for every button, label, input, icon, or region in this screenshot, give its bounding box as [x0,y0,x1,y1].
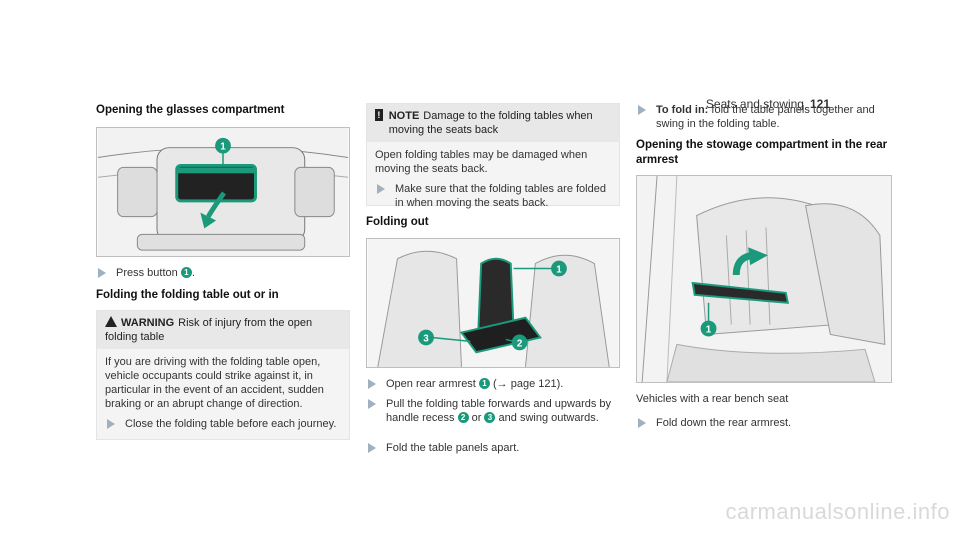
callout-1-icon: 1 [180,267,192,278]
bullet-arrow-icon [638,105,646,115]
bullet-arrow-icon [368,379,376,389]
callout-3-icon: 3 [484,412,496,423]
note-step: Make sure that the folding tables are fo… [367,182,619,210]
folding-table-illustration: 1 2 3 [367,239,619,367]
warning-body: If you are driving with the folding tabl… [105,356,324,410]
bullet-arrow-icon [98,268,106,278]
step-fold-in: To fold in: fold the table panels togeth… [636,103,892,131]
figure-glasses-compartment: 1 [96,127,350,257]
bullet-arrow-icon [377,184,385,194]
warning-triangle-icon [105,316,117,327]
page-number: 121 [809,97,830,111]
step-open-armrest: Open rear armrest 1 (→ page 121). [366,377,620,391]
callout-1: 1 [556,264,562,275]
warning-step: Close the folding table before each jour… [97,417,349,431]
callout-1-icon: 1 [478,378,490,389]
step-press-button: Press button 1. [96,266,350,280]
bullet-arrow-icon [107,419,115,429]
note-summary: Damage to the folding tables when moving… [388,110,593,136]
warning-summary: Risk of injury from the open folding tab… [105,317,313,343]
exclamation-icon: ! [375,109,383,121]
svg-text:1: 1 [220,142,226,153]
callout-1: 1 [706,324,712,335]
step-fold-down-armrest: Fold down the rear armrest. [636,416,892,430]
watermark: carmanualsonline.info [725,499,950,524]
warning-label: WARNING [121,317,175,329]
glasses-compartment-illustration: 1 [97,128,349,256]
step-pull-table: Pull the folding table forwards and upwa… [366,397,620,425]
fold-in-label: To fold in: [656,104,709,116]
callout-2: 2 [517,338,523,349]
section-title: Seats and stowing [705,97,804,111]
note-label: NOTE [388,110,420,122]
rear-armrest-illustration: 1 [637,176,891,382]
figure-stowage-compartment: 1 [636,175,892,383]
figure-caption: Vehicles with a rear bench seat [636,393,789,405]
bullet-arrow-icon [368,443,376,453]
bullet-arrow-icon [638,418,646,428]
figure-folding-out: 1 2 3 [366,238,620,368]
note-body: Open folding tables may be damaged when … [375,149,588,175]
heading-glasses-compartment: Opening the glasses compartment [96,104,285,116]
step-fold-apart: Fold the table panels apart. [366,441,620,455]
heading-stowage-compartment: Opening the stowage compartment in the r… [636,139,888,166]
callout-3: 3 [423,333,429,344]
bullet-arrow-icon [368,399,376,409]
heading-folding-out: Folding out [366,216,429,228]
callout-2-icon: 2 [457,412,469,423]
page-header: Seats and stowing 121 [706,97,830,111]
heading-folding-table: Folding the folding table out or in [96,289,279,301]
